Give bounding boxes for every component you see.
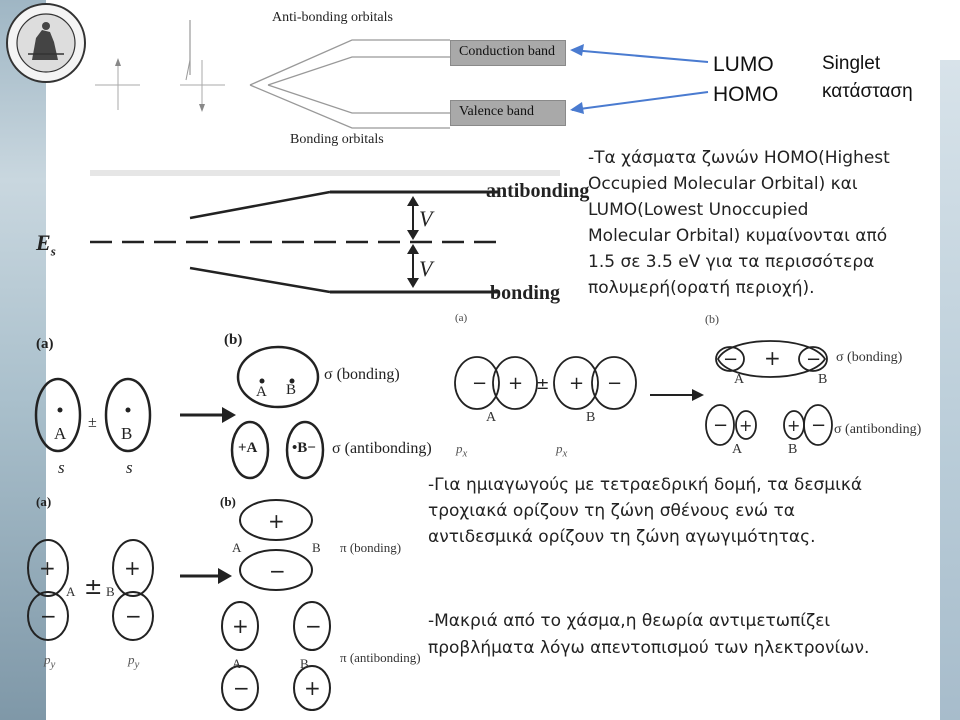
right-background-strip — [940, 60, 960, 720]
s-sigma-bonding-label: σ (bonding) — [324, 366, 400, 383]
homo-label: HOMO — [713, 83, 779, 106]
energy-a-mark: (a) — [455, 312, 468, 324]
svg-text:−: − — [125, 604, 142, 628]
svg-text:−: − — [40, 604, 57, 628]
s-bond-atom-a: A — [256, 384, 267, 400]
svg-text:+: + — [39, 556, 56, 580]
px-atom-b: B — [586, 410, 596, 425]
py-bond-atom-b: B — [312, 540, 321, 555]
svg-text:−: − — [269, 559, 286, 583]
lumo-label: LUMO — [713, 53, 774, 76]
svg-text:−: − — [811, 415, 826, 436]
s-orbital-diagram — [34, 345, 325, 480]
s-b-mark: (b) — [224, 332, 243, 348]
s-plus-minus: ± — [88, 414, 97, 431]
anti-bonding-label: Anti-bonding orbitals — [272, 10, 393, 25]
svg-text:−: − — [607, 373, 622, 394]
s-sigma-antibonding-label: σ (antibonding) — [332, 440, 432, 457]
px-anti-atom-b: B — [788, 442, 798, 457]
v-label-lower: V — [419, 256, 433, 281]
svg-text:−: − — [806, 349, 821, 370]
py-anti-atom-a: A — [232, 656, 242, 671]
singlet-state-label: Singlet κατάσταση — [822, 53, 913, 102]
semiconductor-text-block: -Για ημιαγωγούς με τετραεδρική δομή, τα … — [428, 475, 863, 547]
gap-text-block: -Τα χάσματα ζωνών HOMO(Highest Occupied … — [588, 148, 890, 298]
s-atom-a: A — [54, 424, 67, 443]
py-label-b: py — [128, 652, 140, 671]
es-label: Es — [36, 230, 56, 259]
svg-text:+: + — [764, 346, 781, 370]
px-anti-atom-a: A — [732, 442, 743, 457]
px-label-a: px — [456, 441, 468, 460]
s-a-mark: (a) — [36, 336, 54, 352]
svg-text:+: + — [787, 416, 800, 435]
s-plus-a: +A — [238, 440, 258, 456]
svg-text:+: + — [569, 373, 584, 394]
svg-text:−: − — [472, 373, 487, 394]
py-pi-antibonding-label: π (antibonding) — [340, 650, 421, 665]
svg-text:−: − — [713, 415, 728, 436]
s-minus-b: •B− — [292, 440, 316, 456]
px-sigma-bonding-label: σ (bonding) — [836, 350, 903, 365]
svg-text:+: + — [124, 556, 141, 580]
px-sigma-antibonding-label: σ (antibonding) — [834, 422, 922, 437]
svg-text:+: + — [739, 416, 752, 435]
svg-text:−: − — [233, 676, 250, 700]
pointer-arrows — [570, 44, 709, 114]
px-orbital-diagram: − + ± + − − + − − + + − — [454, 340, 833, 446]
energy-level-diagram — [90, 170, 560, 294]
px-bond-atom-b: B — [818, 372, 828, 387]
svg-text:±: ± — [536, 374, 549, 393]
university-seal-logo — [6, 3, 86, 83]
py-pi-bonding-label: π (bonding) — [340, 540, 402, 555]
s-label-a: s — [58, 458, 65, 477]
antibonding-level-label: antibonding — [486, 180, 590, 202]
px-atom-a: A — [486, 410, 497, 425]
py-bond-atom-a: A — [232, 540, 242, 555]
left-background-strip — [0, 0, 46, 720]
svg-text:+: + — [268, 509, 285, 533]
svg-text:−: − — [723, 349, 738, 370]
lumo-homo-labels: LUMO HOMO — [713, 50, 778, 110]
delocalization-text-block: -Μακριά από το χάσμα,η θεωρία αντιμετωπί… — [428, 611, 870, 658]
py-orbital-diagram: + − + − ± + − + − − + — [27, 499, 331, 711]
svg-text:+: + — [508, 373, 523, 394]
py-label-a: py — [44, 652, 56, 671]
bonding-level-label: bonding — [490, 282, 561, 304]
band-diagram — [95, 20, 450, 129]
px-bond-atom-a: A — [734, 372, 745, 387]
svg-text:+: + — [304, 676, 321, 700]
bonding-orbitals-label: Bonding orbitals — [290, 132, 384, 147]
py-atom-b: B — [106, 584, 115, 599]
conduction-band-box: Conduction band — [450, 40, 566, 66]
energy-b-mark: (b) — [705, 312, 719, 326]
py-atom-a: A — [66, 584, 76, 599]
s-bond-atom-b: B — [286, 382, 297, 398]
s-atom-b: B — [121, 424, 133, 443]
svg-text:+: + — [232, 614, 249, 638]
valence-band-box: Valence band — [450, 100, 566, 126]
py-anti-atom-b: B — [300, 656, 309, 671]
s-label-b: s — [126, 458, 133, 477]
v-label-upper: V — [419, 206, 433, 231]
svg-text:±: ± — [84, 575, 102, 600]
px-label-b: px — [556, 441, 568, 460]
py-b-mark: (b) — [220, 494, 236, 509]
svg-text:−: − — [305, 614, 322, 638]
py-a-mark: (a) — [36, 494, 52, 509]
